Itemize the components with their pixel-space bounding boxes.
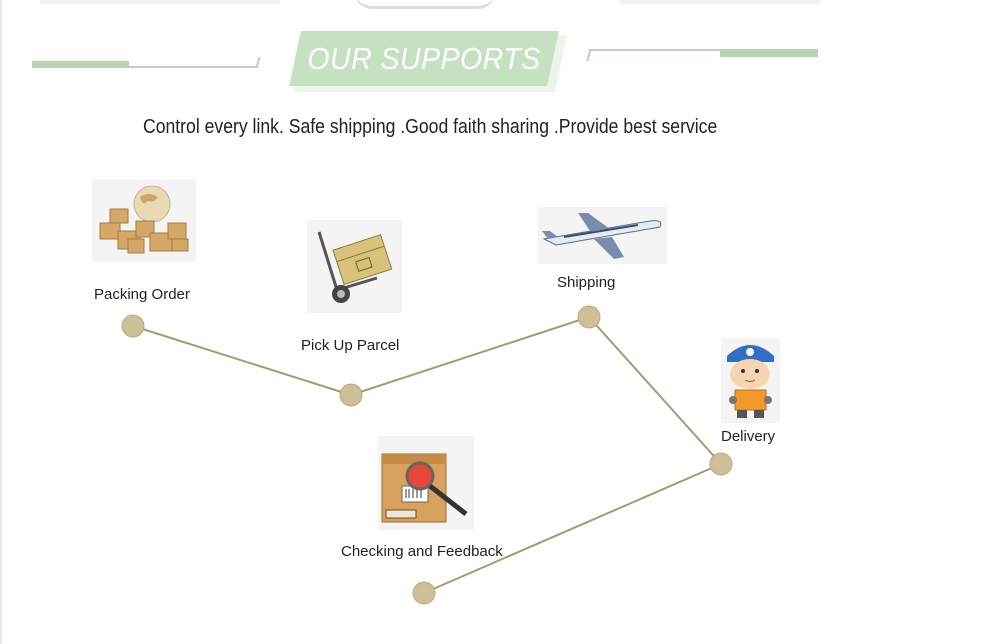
step-label-pick-up-parcel: Pick Up Parcel <box>301 337 400 354</box>
header-rule-right <box>720 49 818 57</box>
page-left-border <box>0 0 2 644</box>
tagline: Control every link. Safe shipping .Good … <box>143 116 718 138</box>
connector-line <box>350 316 590 396</box>
connector-line <box>132 325 352 396</box>
hand-truck-parcel-icon <box>307 220 402 313</box>
node-packing-order <box>121 314 145 338</box>
connector-line <box>588 316 722 465</box>
airplane-icon <box>538 207 667 264</box>
node-checking-feedback <box>412 581 436 605</box>
header-rule-left-line <box>128 66 258 68</box>
node-pick-up-parcel <box>339 383 363 407</box>
node-shipping <box>577 305 601 329</box>
cardboard-boxes-globe-icon <box>92 179 196 262</box>
connector-line <box>423 463 722 594</box>
step-label-checking-feedback: Checking and Feedback <box>341 543 503 560</box>
decorative-top-strip <box>40 0 280 4</box>
section-title: OUR SUPPORTS <box>307 41 541 76</box>
step-label-packing-order: Packing Order <box>94 286 190 303</box>
header-rule-left <box>32 61 129 68</box>
header-rule-right-line <box>589 49 721 51</box>
node-delivery <box>709 452 733 476</box>
parcel-magnifier-icon <box>378 436 474 530</box>
step-label-delivery: Delivery <box>721 428 776 445</box>
decorative-top-strip <box>620 0 820 4</box>
step-label-shipping: Shipping <box>557 274 616 291</box>
courier-with-box-icon <box>721 338 780 423</box>
decorative-top-arc <box>355 0 495 9</box>
